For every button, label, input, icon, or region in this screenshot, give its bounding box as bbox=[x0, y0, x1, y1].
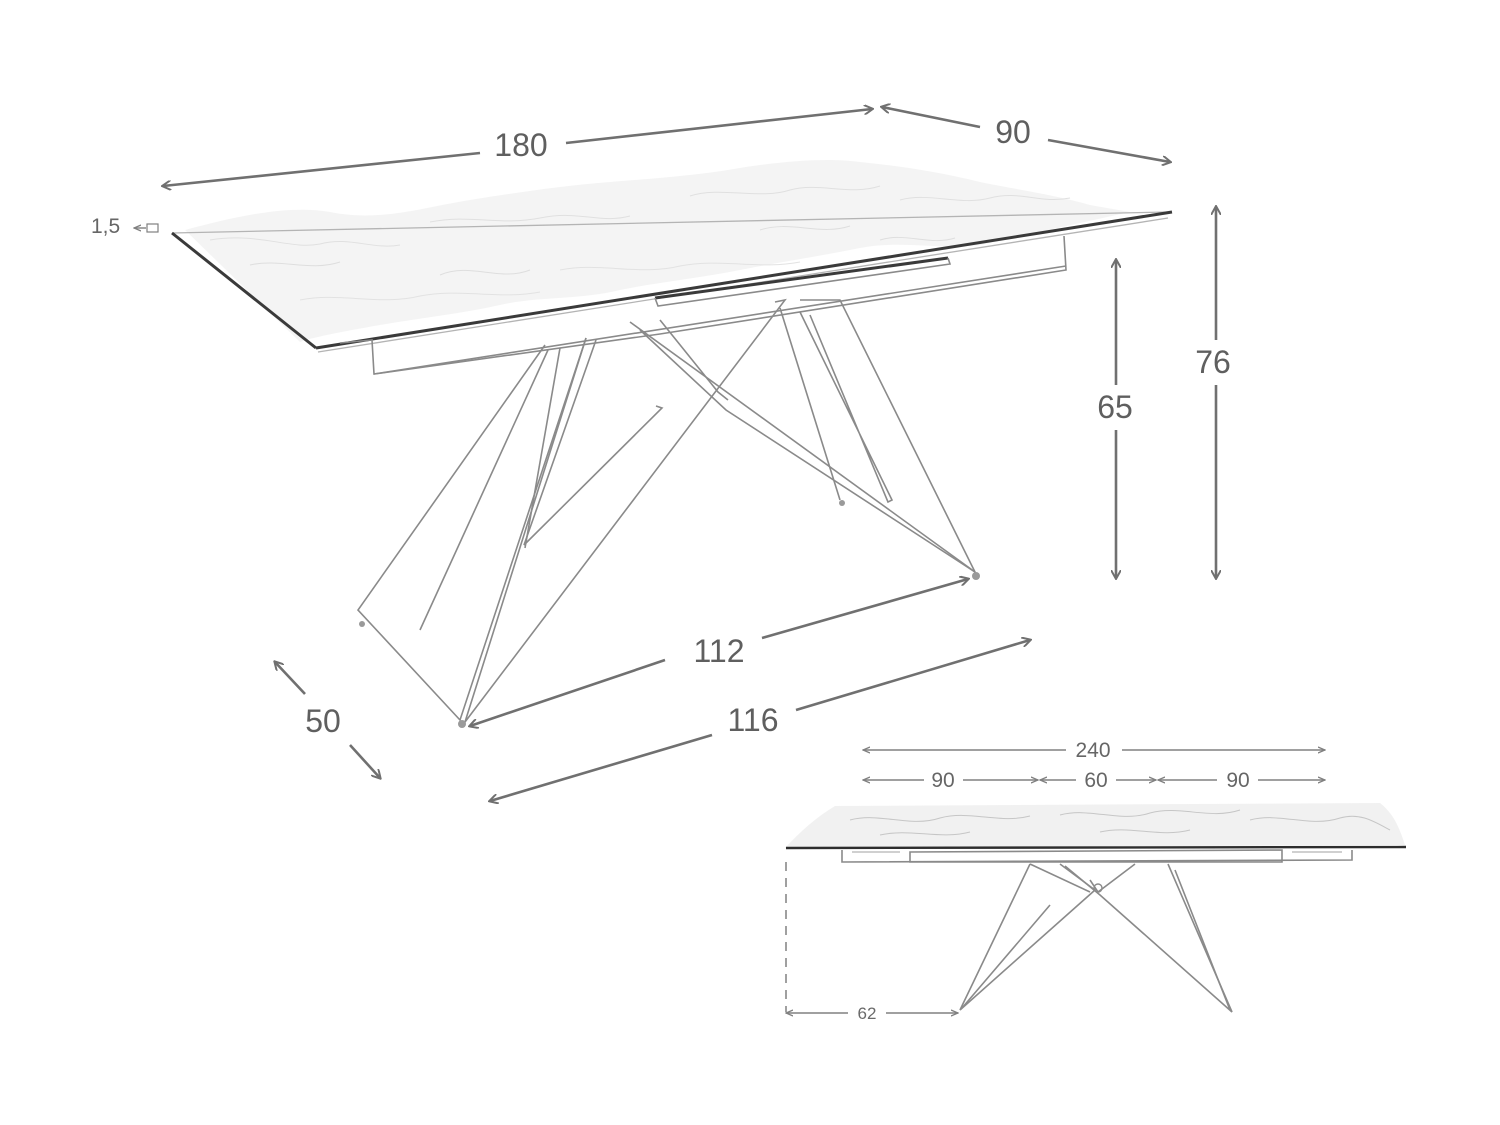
dim-ext-left-label: 90 bbox=[931, 769, 954, 792]
apron bbox=[339, 235, 1067, 375]
apron-lower-edge bbox=[373, 265, 1067, 375]
dim-base-width-line-top bbox=[275, 662, 306, 695]
dim-base-inner-line-right bbox=[761, 579, 968, 640]
extended-dimensions: 240 90 60 90 62 bbox=[786, 739, 1325, 1023]
dim-height-clear-label: 65 bbox=[1097, 389, 1133, 425]
dim-depth-label: 90 bbox=[995, 114, 1031, 150]
dim-ext-right-label: 90 bbox=[1226, 769, 1249, 792]
extended-apron bbox=[841, 850, 1353, 863]
dim-depth-line-right bbox=[1047, 138, 1170, 162]
dim-depth-line-left bbox=[882, 107, 981, 129]
extension-slot bbox=[654, 256, 949, 300]
dim-base-outer-label: 116 bbox=[727, 702, 778, 738]
tabletop-marble-texture bbox=[185, 160, 1130, 342]
dim-height-total-label: 76 bbox=[1195, 344, 1231, 380]
dim-base-inner-line-left bbox=[470, 658, 666, 726]
dim-length-line-left bbox=[163, 151, 481, 186]
dim-base-outer-line-left bbox=[490, 733, 713, 801]
dim-ext-overhang-label: 62 bbox=[858, 1004, 877, 1023]
extended-top-edge bbox=[785, 845, 1407, 850]
dim-base-inner-label: 112 bbox=[693, 633, 744, 669]
dim-length-label: 180 bbox=[494, 127, 547, 163]
dim-base-width-label: 50 bbox=[305, 703, 341, 739]
dim-ext-middle-label: 60 bbox=[1084, 769, 1107, 792]
main-table-drawing bbox=[171, 160, 1173, 728]
dim-thickness-label: 1,5 bbox=[91, 215, 120, 238]
extension-slot-side bbox=[654, 257, 952, 307]
extended-top-texture bbox=[785, 803, 1405, 848]
tabletop-long-edge bbox=[315, 210, 1173, 350]
dim-base-outer-line-right bbox=[795, 640, 1030, 712]
extended-legs bbox=[959, 863, 1233, 1013]
tabletop-front-edge bbox=[171, 231, 317, 350]
dim-ext-total-label: 240 bbox=[1075, 739, 1110, 762]
dim-thickness-box bbox=[146, 223, 159, 233]
dim-base-width-line-bottom bbox=[349, 744, 380, 778]
table-legs bbox=[356, 298, 980, 728]
tabletop-outline bbox=[171, 211, 1169, 234]
main-dimensions: 180 90 1,5 76 65 112 116 50 bbox=[91, 107, 1231, 801]
extended-table-drawing bbox=[785, 803, 1407, 1013]
dim-length-line-right bbox=[565, 109, 872, 145]
extended-center-apron bbox=[909, 849, 1283, 863]
